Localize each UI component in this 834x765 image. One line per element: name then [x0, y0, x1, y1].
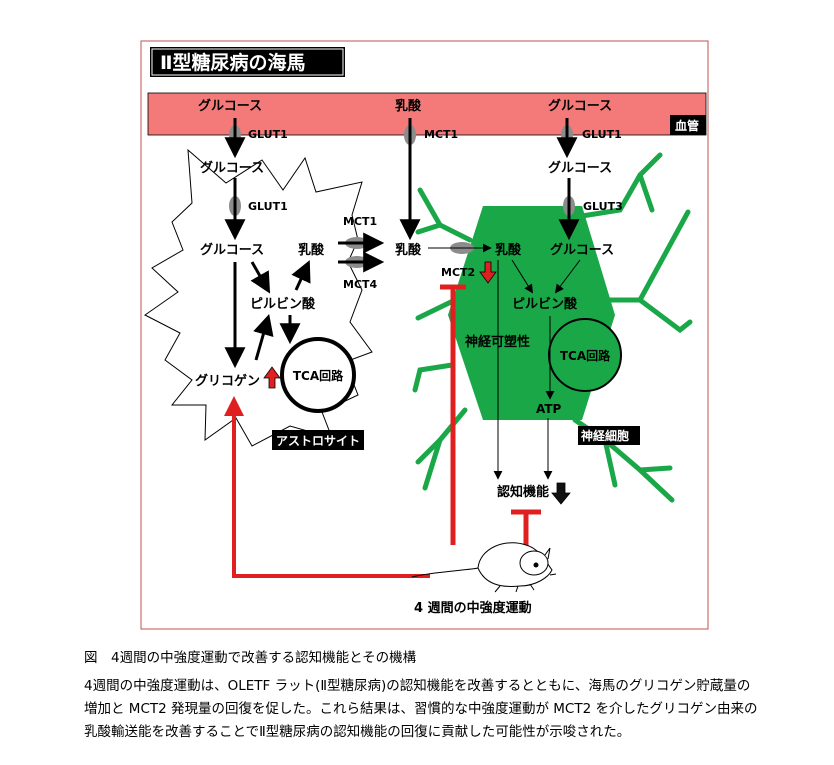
rat-illustration: [411, 542, 557, 593]
caption-line-3: 乳酸輸送能を改善することでⅡ型糖尿病の認知機能の回復に貢献した可能性が示唆された…: [84, 724, 631, 740]
glut1-label-left: GLUT1: [248, 128, 288, 141]
mct2-down-arrow: [479, 261, 497, 284]
glut1-label-astrocyte: GLUT1: [248, 200, 288, 213]
mct4-label-astrocyte: MCT4: [343, 278, 378, 291]
glycogen-up-arrow: [263, 366, 281, 389]
astrocyte-label-box: [272, 430, 364, 450]
vessel-glucose-left: グルコース: [198, 98, 262, 114]
title-box: [150, 47, 345, 77]
mct2-label-neuron: MCT2: [441, 266, 475, 279]
astrocyte-glycogen: グリコゲン: [195, 373, 260, 389]
pathway-arrows: [224, 118, 581, 480]
neuron-label-box: [578, 426, 640, 445]
neuron-atp: ATP: [536, 402, 562, 416]
exercise-effects: [224, 284, 541, 578]
vessel-label: 血管: [675, 118, 699, 133]
glut3-label-neuron: GLUT3: [583, 200, 623, 213]
caption-line-2: 増加と MCT2 発現量の回復を促した。これら結果は、習慣的な中強度運動が MC…: [84, 701, 758, 717]
neuron-lactate: 乳酸: [495, 242, 522, 258]
neuron-glucose-2: グルコース: [550, 242, 614, 258]
astrocyte-label: アストロサイト: [276, 434, 360, 448]
vessel-glucose-right: グルコース: [548, 98, 612, 114]
neuron-pyruvate: ピルビン酸: [512, 296, 578, 312]
caption-heading: 図 4週間の中強度運動で改善する認知機能とその機構: [84, 650, 417, 666]
astrocyte-tca-label: TCA回路: [293, 368, 344, 383]
neuron-glucose-1: グルコース: [548, 160, 612, 176]
neuron-tca-label: TCA回路: [560, 348, 611, 363]
neuron-tca-cycle: [548, 318, 622, 392]
exercise-label: 4 週間の中強度運動: [414, 600, 532, 616]
glut1-label-right: GLUT1: [582, 128, 622, 141]
caption-line-1: 4週間の中強度運動は、OLETF ラット(Ⅱ型糖尿病)の認知機能を改善するととも…: [84, 678, 751, 694]
cognition-down-arrow: [551, 482, 571, 505]
astrocyte-lactate: 乳酸: [298, 242, 325, 258]
extracellular-lactate: 乳酸: [395, 242, 422, 258]
blood-vessel: [147, 92, 707, 136]
neuron-label: 神経細胞: [581, 428, 629, 443]
astrocyte-pyruvate: ピルビン酸: [250, 296, 316, 312]
vessel-lactate: 乳酸: [395, 98, 422, 114]
figure-title: Ⅱ型糖尿病の海馬: [160, 51, 306, 74]
mct1-label-vessel: MCT1: [424, 128, 458, 141]
vessel-label-box: [670, 115, 706, 135]
astrocyte-glucose-1: グルコース: [200, 160, 264, 176]
astrocyte-glucose-2: グルコース: [200, 242, 264, 258]
astrocyte-tca-cycle: [280, 337, 356, 413]
cognition-label: 認知機能: [497, 484, 549, 500]
mct1-label-astrocyte: MCT1: [343, 215, 377, 228]
